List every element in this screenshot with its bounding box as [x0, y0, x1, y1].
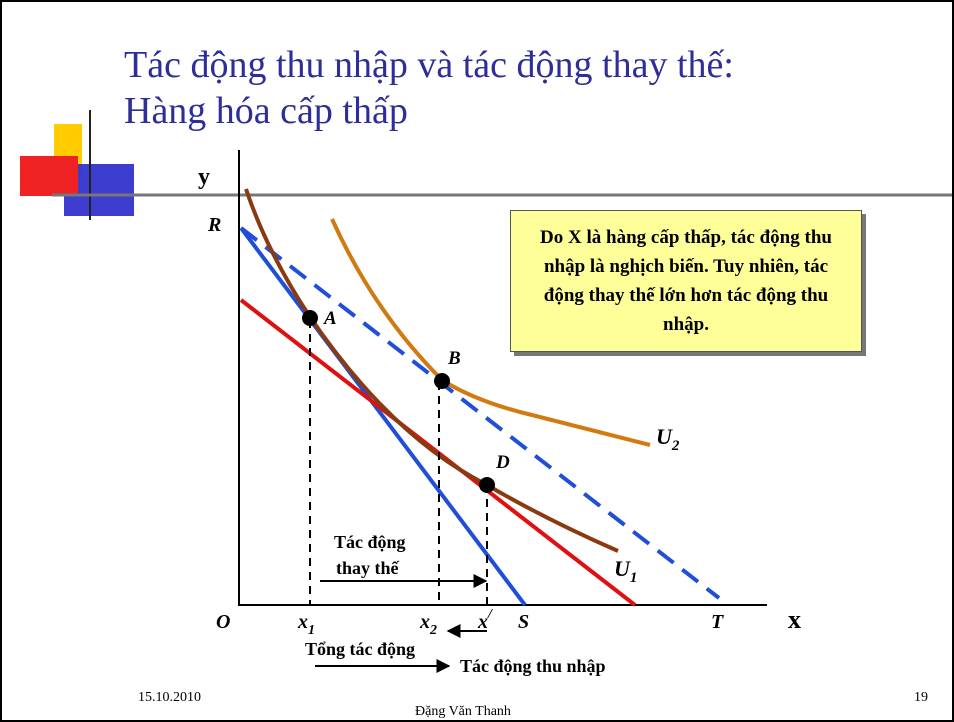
point-a-label: A: [323, 308, 337, 329]
footer-author: Đặng Văn Thanh: [415, 704, 511, 719]
point-d-marker: [479, 477, 495, 493]
title-line-2: Hàng hóa cấp thấp: [124, 90, 408, 132]
income-effect-label: Tác động thu nhập: [460, 656, 606, 676]
intercept-t-label: T: [711, 611, 724, 633]
curve-u1-label: U1: [614, 556, 637, 586]
slide-title: Tác động thu nhập và tác động thay thế: …: [124, 42, 734, 134]
point-d-label: D: [495, 452, 510, 473]
callout-text: Do X là hàng cấp thấp, tác động thu nhập…: [540, 227, 832, 335]
tick-x1-label: x1: [297, 611, 315, 638]
footer-page-number: 19: [914, 690, 928, 705]
x-axis-label: x: [788, 605, 801, 634]
point-a-marker: [302, 310, 318, 326]
title-line-1: Tác động thu nhập và tác động thay thế:: [124, 44, 734, 86]
total-effect-label: Tổng tác động: [305, 639, 415, 659]
intercept-r-label: R: [207, 214, 221, 236]
indifference-curve-u1: [244, 188, 619, 553]
indifference-curve-u2: [330, 218, 651, 447]
budget-line-initial: [239, 226, 527, 607]
y-axis-label: y: [198, 164, 210, 190]
footer-date: 15.10.2010: [138, 690, 201, 705]
intercept-s-label: S: [518, 611, 529, 633]
point-b-marker: [434, 373, 450, 389]
substitution-effect-label-2: thay thế: [336, 558, 400, 578]
budget-line-compensated: [239, 226, 721, 600]
origin-label: O: [216, 611, 230, 633]
tick-x2-label: x2: [419, 611, 437, 638]
curve-u2-label: U2: [656, 424, 680, 454]
deco-red-square: [20, 156, 78, 196]
explanation-callout: Do X là hàng cấp thấp, tác động thu nhập…: [510, 210, 862, 352]
point-b-label: B: [447, 348, 461, 369]
title-decoration: [20, 110, 952, 220]
tick-xprime-label: x/: [477, 607, 493, 633]
substitution-effect-label-1: Tác động: [334, 532, 406, 552]
